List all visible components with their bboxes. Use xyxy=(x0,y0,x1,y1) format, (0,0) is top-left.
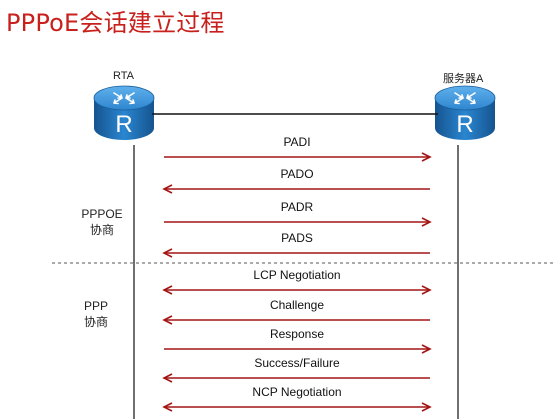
message-label: LCP Negotiation xyxy=(253,268,341,282)
phase-label-line1: PPP xyxy=(83,299,108,313)
node-label-rta: RTA xyxy=(113,70,134,82)
router-icon: R xyxy=(93,85,155,140)
router-glyph: R xyxy=(456,111,473,138)
phase-label-pppoe: PPPOE 协商 xyxy=(72,206,132,238)
phase-label-line1: PPPOE xyxy=(81,207,123,221)
node-label-server: 服务器A xyxy=(443,73,484,85)
arrowhead xyxy=(421,402,432,412)
phase-label-line2: 协商 xyxy=(83,315,108,329)
page-title: PPPoE会话建立过程 xyxy=(6,9,225,37)
message-label: PADS xyxy=(281,231,313,245)
message-arrows xyxy=(162,152,432,412)
phase-label-line2: 协商 xyxy=(89,223,114,237)
arrowhead xyxy=(162,373,173,383)
arrowhead xyxy=(421,285,432,295)
arrowhead xyxy=(162,285,173,295)
phase-label-ppp: PPP 协商 xyxy=(66,298,126,330)
arrowhead xyxy=(421,344,432,354)
message-label: Success/Failure xyxy=(254,356,340,370)
arrowhead xyxy=(162,184,173,194)
message-label: PADO xyxy=(280,167,314,181)
message-label: Challenge xyxy=(269,298,325,312)
router-icon: R xyxy=(434,85,496,140)
arrowhead xyxy=(421,152,432,162)
arrowhead xyxy=(162,248,173,258)
router-glyph: R xyxy=(115,111,132,138)
arrowhead xyxy=(162,315,173,325)
message-label: Response xyxy=(269,327,325,341)
message-label: PADI xyxy=(283,135,311,149)
message-label: PADR xyxy=(280,200,314,214)
arrowhead xyxy=(162,402,173,412)
message-label: NCP Negotiation xyxy=(252,385,342,399)
arrowhead xyxy=(421,217,432,227)
